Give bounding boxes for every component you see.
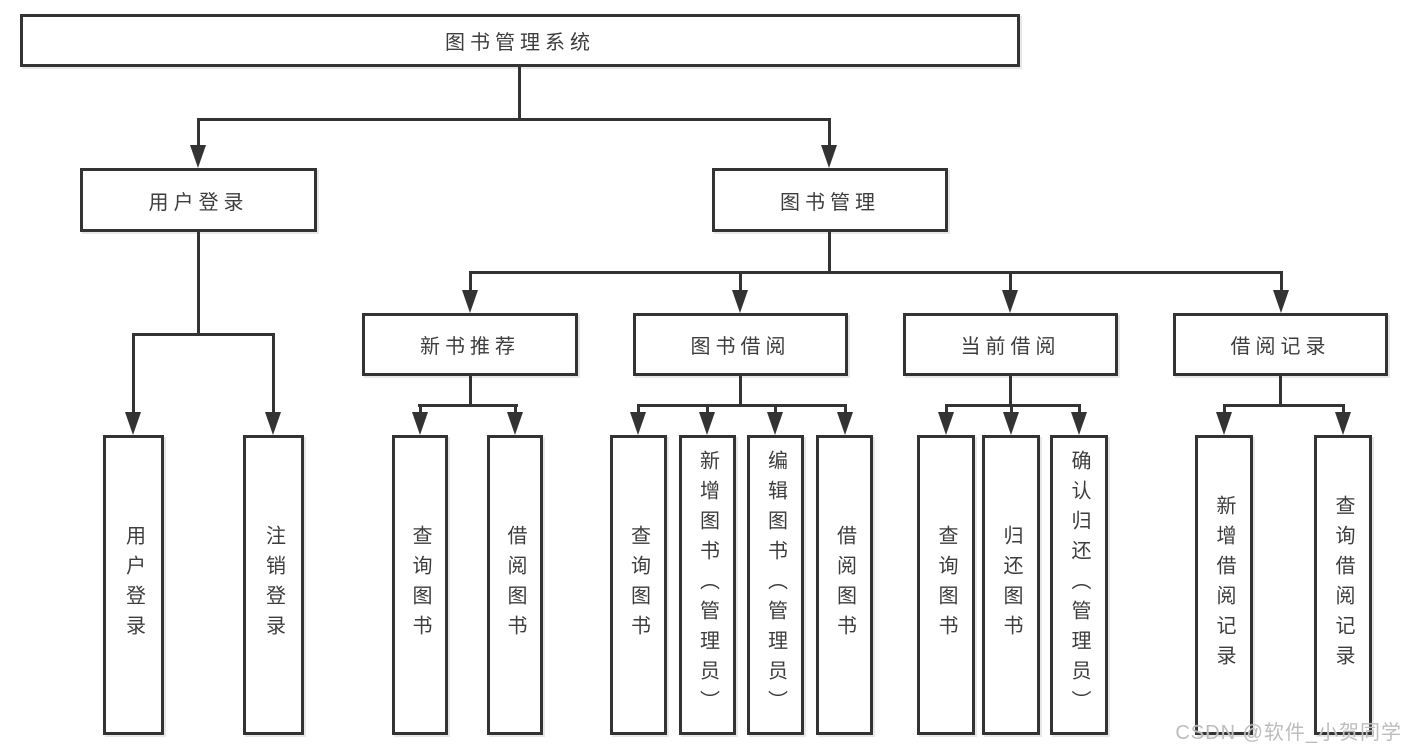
connector-line	[469, 271, 472, 291]
connector-line	[637, 404, 847, 407]
connector-line	[197, 118, 831, 121]
connector-line	[1009, 271, 1012, 291]
connector-line	[132, 333, 135, 413]
leaf-user-login: 用户登录	[103, 435, 164, 735]
connector-line	[1280, 271, 1283, 291]
connector-line	[1010, 404, 1013, 414]
arrow-down-icon	[837, 412, 853, 435]
connector-line	[1279, 376, 1282, 407]
leaf-confirm-return-admin: 确认归还（管理员）	[1050, 435, 1108, 735]
connector-line	[469, 271, 1283, 274]
arrow-down-icon	[190, 145, 206, 168]
arrow-down-icon	[125, 412, 141, 435]
connector-line	[1223, 404, 1345, 407]
leaf-query-books: 查询图书	[392, 435, 448, 735]
arrow-down-icon	[1003, 412, 1019, 435]
connector-line	[945, 404, 948, 414]
leaf-add-borrow-record: 新增借阅记录	[1195, 435, 1253, 735]
connector-line	[706, 404, 709, 414]
node-library-management-system: 图书管理系统	[20, 14, 1020, 67]
arrow-down-icon	[1216, 412, 1232, 435]
leaf-query-books: 查询图书	[917, 435, 975, 735]
connector-line	[469, 376, 472, 407]
leaf-borrow-books: 借阅图书	[487, 435, 543, 735]
connector-line	[1342, 404, 1345, 414]
node-new-book-recommendation: 新书推荐	[362, 313, 578, 376]
node-current-borrowing: 当前借阅	[903, 313, 1118, 376]
arrow-down-icon	[507, 412, 523, 435]
leaf-add-books-admin: 新增图书（管理员）	[679, 435, 736, 735]
arrow-down-icon	[412, 412, 428, 435]
arrow-down-icon	[1335, 412, 1351, 435]
leaf-query-books: 查询图书	[610, 435, 667, 735]
connector-line	[418, 404, 518, 407]
connector-line	[739, 271, 742, 291]
connector-line	[197, 232, 200, 335]
arrow-down-icon	[767, 412, 783, 435]
connector-line	[945, 404, 1081, 407]
connector-line	[1009, 376, 1012, 407]
connector-line	[637, 404, 640, 414]
connector-line	[1223, 404, 1226, 414]
leaf-query-borrow-record: 查询借阅记录	[1314, 435, 1372, 735]
node-book-borrowing: 图书借阅	[633, 313, 848, 376]
arrow-down-icon	[821, 145, 837, 168]
connector-line	[132, 333, 275, 336]
arrow-down-icon	[732, 290, 748, 313]
connector-line	[844, 404, 847, 414]
leaf-edit-books-admin: 编辑图书（管理员）	[747, 435, 804, 735]
connector-line	[514, 404, 517, 414]
connector-line	[419, 404, 422, 414]
arrow-down-icon	[1002, 290, 1018, 313]
arrow-down-icon	[938, 412, 954, 435]
leaf-borrow-books: 借阅图书	[816, 435, 873, 735]
node-book-management: 图书管理	[712, 168, 948, 232]
arrow-down-icon	[699, 412, 715, 435]
node-user-login: 用户登录	[80, 168, 317, 232]
connector-line	[774, 404, 777, 414]
leaf-return-books: 归还图书	[982, 435, 1040, 735]
connector-line	[828, 232, 831, 274]
csdn-watermark: CSDN @软件_小贺同学	[1175, 722, 1402, 744]
leaf-logout: 注销登录	[243, 435, 304, 735]
arrow-down-icon	[1273, 290, 1289, 313]
arrow-down-icon	[265, 412, 281, 435]
connector-line	[739, 376, 742, 407]
connector-line	[518, 67, 521, 119]
connector-line	[197, 118, 200, 146]
connector-line	[828, 118, 831, 146]
arrow-down-icon	[630, 412, 646, 435]
connector-line	[272, 333, 275, 413]
arrow-down-icon	[1071, 412, 1087, 435]
connector-line	[1078, 404, 1081, 414]
node-borrowing-records: 借阅记录	[1173, 313, 1388, 376]
arrow-down-icon	[462, 290, 478, 313]
